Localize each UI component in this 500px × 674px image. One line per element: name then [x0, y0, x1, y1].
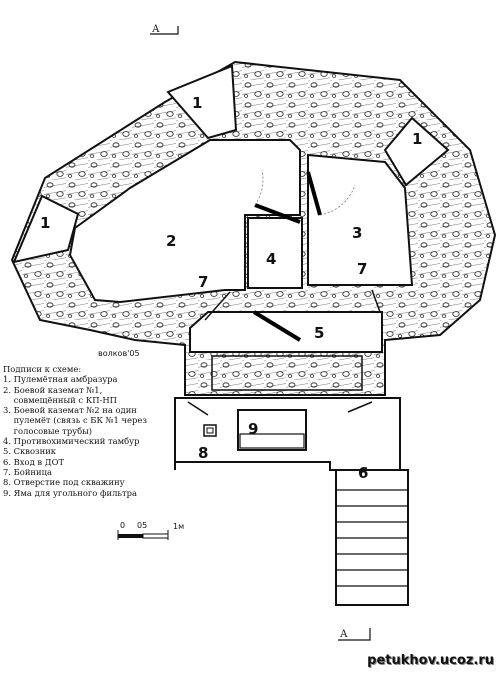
door-swing-arc-2: [319, 184, 356, 216]
door-tambour-upper: [254, 203, 301, 224]
scale-tick-1m: 1м: [173, 522, 184, 531]
label-filter-pit: 9: [248, 420, 258, 438]
watermark: petukhov.ucoz.ru: [367, 653, 494, 668]
section-mark-bottom: А: [338, 628, 371, 641]
casemate-1-room: [68, 139, 301, 304]
legend-item: 1. Пулемётная амбразура: [3, 374, 118, 385]
label-loophole-left: 7: [198, 273, 208, 291]
legend-item: 2. Боевой каземат №1, совмещённый с КП-Н…: [3, 384, 117, 405]
label-loophole-right: 7: [357, 260, 367, 278]
entrance-stairs: [335, 469, 409, 606]
door-casemate-2: [306, 171, 322, 216]
door-passage: [252, 310, 302, 342]
embrasure-right: [383, 116, 450, 187]
label-entrance: 6: [358, 464, 368, 482]
loophole-hall-left: [187, 401, 209, 416]
scale-bar: 0 05 1м: [117, 521, 184, 540]
loophole-hall-right: [347, 401, 373, 413]
scale-tick-0: 0: [120, 521, 125, 530]
label-tambour: 4: [266, 250, 276, 268]
label-casemate-1: 2: [166, 232, 176, 250]
label-embrasure-top: 1: [192, 94, 202, 112]
tambour-room: [247, 217, 303, 289]
label-passage: 5: [314, 324, 324, 342]
label-embrasure-left: 1: [40, 214, 50, 232]
interior-wall-strip: [211, 355, 363, 391]
section-label-bottom: А: [340, 629, 348, 640]
section-mark-top: А: [150, 24, 179, 35]
legend-item: 4. Противохимический тамбур: [3, 436, 140, 447]
label-embrasure-right: 1: [412, 130, 422, 148]
legend-item: 7. Бойница: [3, 466, 52, 477]
legend-item: 6. Вход в ДОТ: [3, 456, 65, 467]
embrasure-top: [166, 64, 238, 140]
loophole-right: [371, 289, 381, 313]
label-well: 8: [198, 444, 208, 462]
legend: Подписи к схеме: 1. Пулемётная амбразура…: [3, 364, 153, 498]
legend-item: 5. Сквозник: [3, 446, 57, 457]
section-label-top: А: [152, 24, 160, 35]
legend-item: 8. Отверстие под скважину: [3, 477, 125, 488]
signature-text: волков'05: [98, 349, 140, 358]
label-casemate-2: 3: [352, 224, 362, 242]
well-opening: [203, 424, 217, 437]
casemate-2-room: [307, 153, 414, 286]
legend-item: 3. Боевой каземат №2 на один пулемёт (св…: [3, 405, 147, 436]
door-swing-arc: [254, 169, 264, 206]
legend-item: 9. Яма для угольного фильтра: [3, 487, 137, 498]
loophole-left: [204, 291, 231, 321]
legend-title: Подписи к схеме:: [3, 364, 82, 374]
scale-tick-05: 05: [137, 521, 147, 530]
embrasure-left: [12, 194, 80, 264]
